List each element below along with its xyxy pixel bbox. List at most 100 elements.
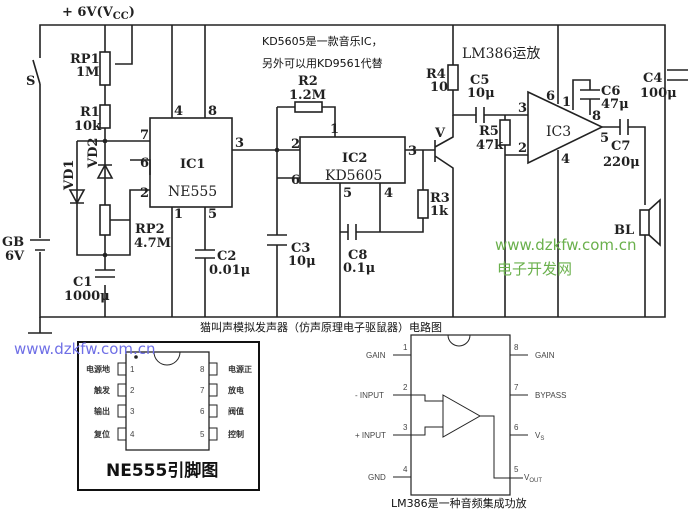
c3-label: C3 [291, 241, 310, 256]
svg-text:6: 6 [140, 156, 149, 171]
r4-label: R4 [426, 67, 446, 82]
c1-label: C1 [73, 275, 92, 290]
svg-text:4: 4 [384, 186, 393, 201]
svg-text:5: 5 [200, 430, 205, 439]
svg-text:8: 8 [514, 343, 519, 352]
c4-value: 100μ [640, 86, 677, 101]
svg-text:1: 1 [562, 95, 571, 110]
svg-text:1: 1 [130, 365, 135, 374]
c6-label: C6 [601, 84, 620, 99]
svg-text:1: 1 [330, 122, 339, 137]
svg-text:电源正: 电源正 [228, 364, 252, 374]
svg-text:3: 3 [130, 407, 135, 416]
svg-text:6: 6 [291, 173, 300, 188]
c5-value: 10μ [467, 86, 495, 101]
c7-label: C7 [611, 139, 630, 154]
svg-text:4: 4 [174, 104, 183, 119]
svg-text:2: 2 [291, 137, 300, 152]
rp2-label: RP2 [135, 222, 165, 237]
svg-text:4: 4 [130, 430, 135, 439]
svg-text:VOUT: VOUT [524, 473, 542, 484]
svg-text:5: 5 [514, 465, 519, 474]
svg-text:7: 7 [140, 128, 149, 143]
svg-text:- INPUT: - INPUT [355, 391, 384, 400]
note-line-2: 另外可以用KD9561代替 [262, 56, 383, 70]
r1-value: 10k [74, 119, 102, 134]
ic1-part: NE555 [168, 184, 217, 200]
svg-text:3: 3 [403, 423, 408, 432]
svg-text:6: 6 [546, 89, 555, 104]
rp1-label: RP1 [70, 52, 100, 67]
wires [28, 24, 688, 334]
vd1-label: VD1 [62, 160, 77, 191]
r5-value: 47k [476, 138, 504, 153]
speaker-label: BL [614, 223, 634, 238]
c4-label: C4 [643, 71, 662, 86]
c3-value: 10μ [288, 254, 316, 269]
c1-value: 1000μ [64, 289, 110, 304]
svg-text:6: 6 [514, 423, 519, 432]
svg-text:VS: VS [535, 431, 544, 442]
c8-value: 0.1μ [343, 261, 376, 276]
r3-label: R3 [430, 191, 450, 206]
ic2-part: KD5605 [325, 168, 382, 184]
svg-text:7: 7 [200, 386, 205, 395]
switch-label: S [26, 74, 35, 89]
c5-label: C5 [470, 73, 489, 88]
lm386-caption: LM386是一种音频集成功放 [391, 496, 527, 510]
ic2-label: IC2 [342, 151, 367, 166]
svg-text:+ INPUT: + INPUT [355, 431, 386, 440]
ne555-pinout-title: NE555引脚图 [106, 460, 218, 481]
c2-label: C2 [217, 249, 236, 264]
svg-text:1: 1 [403, 343, 408, 352]
transistor-label: V [434, 126, 446, 141]
r5-label: R5 [479, 124, 499, 139]
svg-text:3: 3 [408, 144, 417, 159]
svg-text:5: 5 [208, 207, 217, 222]
diagram-caption: 猫叫声模拟发声器（仿声原理电子驱鼠器）电路图 [200, 320, 442, 334]
lm386-pinout: 1 2 3 4 8 7 6 5 GAIN - INPUT + INPUT GND… [355, 334, 566, 510]
watermark-url: www.dzkfw.com.cn [495, 236, 637, 254]
ic3-label: IC3 [546, 124, 571, 140]
svg-text:GND: GND [368, 473, 386, 482]
svg-text:阀值: 阀值 [228, 406, 244, 416]
r2-value: 1.2M [289, 88, 326, 103]
svg-text:8: 8 [592, 109, 601, 124]
svg-text:2: 2 [140, 186, 149, 201]
ne555-pinout: 1 2 3 4 8 7 6 5 电源地 触发 输出 复位 电源正 放电 阀值 控… [77, 341, 260, 491]
svg-text:电源地: 电源地 [86, 364, 110, 374]
supply-label: + 6V(VCC) [62, 5, 135, 22]
note-line-1: KD5605是一款音乐IC， [262, 34, 383, 48]
battery-value: 6V [5, 249, 25, 264]
r2-label: R2 [298, 74, 318, 89]
pin-numbers: 4 8 7 6 2 3 1 5 1 2 6 3 5 4 6 1 3 2 8 5 … [140, 89, 609, 222]
svg-text:复位: 复位 [93, 429, 110, 439]
svg-text:3: 3 [518, 101, 527, 116]
svg-text:2: 2 [403, 383, 408, 392]
r1-label: R1 [80, 105, 100, 120]
svg-text:5: 5 [600, 131, 609, 146]
svg-text:5: 5 [343, 186, 352, 201]
svg-text:GAIN: GAIN [535, 351, 555, 360]
rp2-value: 4.7M [134, 236, 171, 251]
c7-value: 220μ [603, 155, 640, 170]
svg-text:4: 4 [561, 152, 570, 167]
c2-value: 0.01μ [209, 263, 251, 278]
c6-value: 47μ [601, 97, 629, 112]
battery-label: GB [2, 235, 24, 250]
svg-text:输出: 输出 [94, 406, 110, 416]
svg-text:2: 2 [518, 141, 527, 156]
c8-label: C8 [348, 248, 367, 263]
svg-text:8: 8 [208, 104, 217, 119]
svg-text:3: 3 [235, 136, 244, 151]
svg-text:控制: 控制 [228, 429, 244, 439]
rp1-value: 1M [76, 65, 99, 80]
svg-text:触发: 触发 [94, 385, 111, 395]
ic1-label: IC1 [180, 157, 205, 172]
r4-value: 10 [430, 80, 448, 95]
svg-text:8: 8 [200, 365, 205, 374]
svg-text:放电: 放电 [227, 385, 244, 395]
svg-text:6: 6 [200, 407, 205, 416]
vd2-label: VD2 [86, 138, 101, 169]
